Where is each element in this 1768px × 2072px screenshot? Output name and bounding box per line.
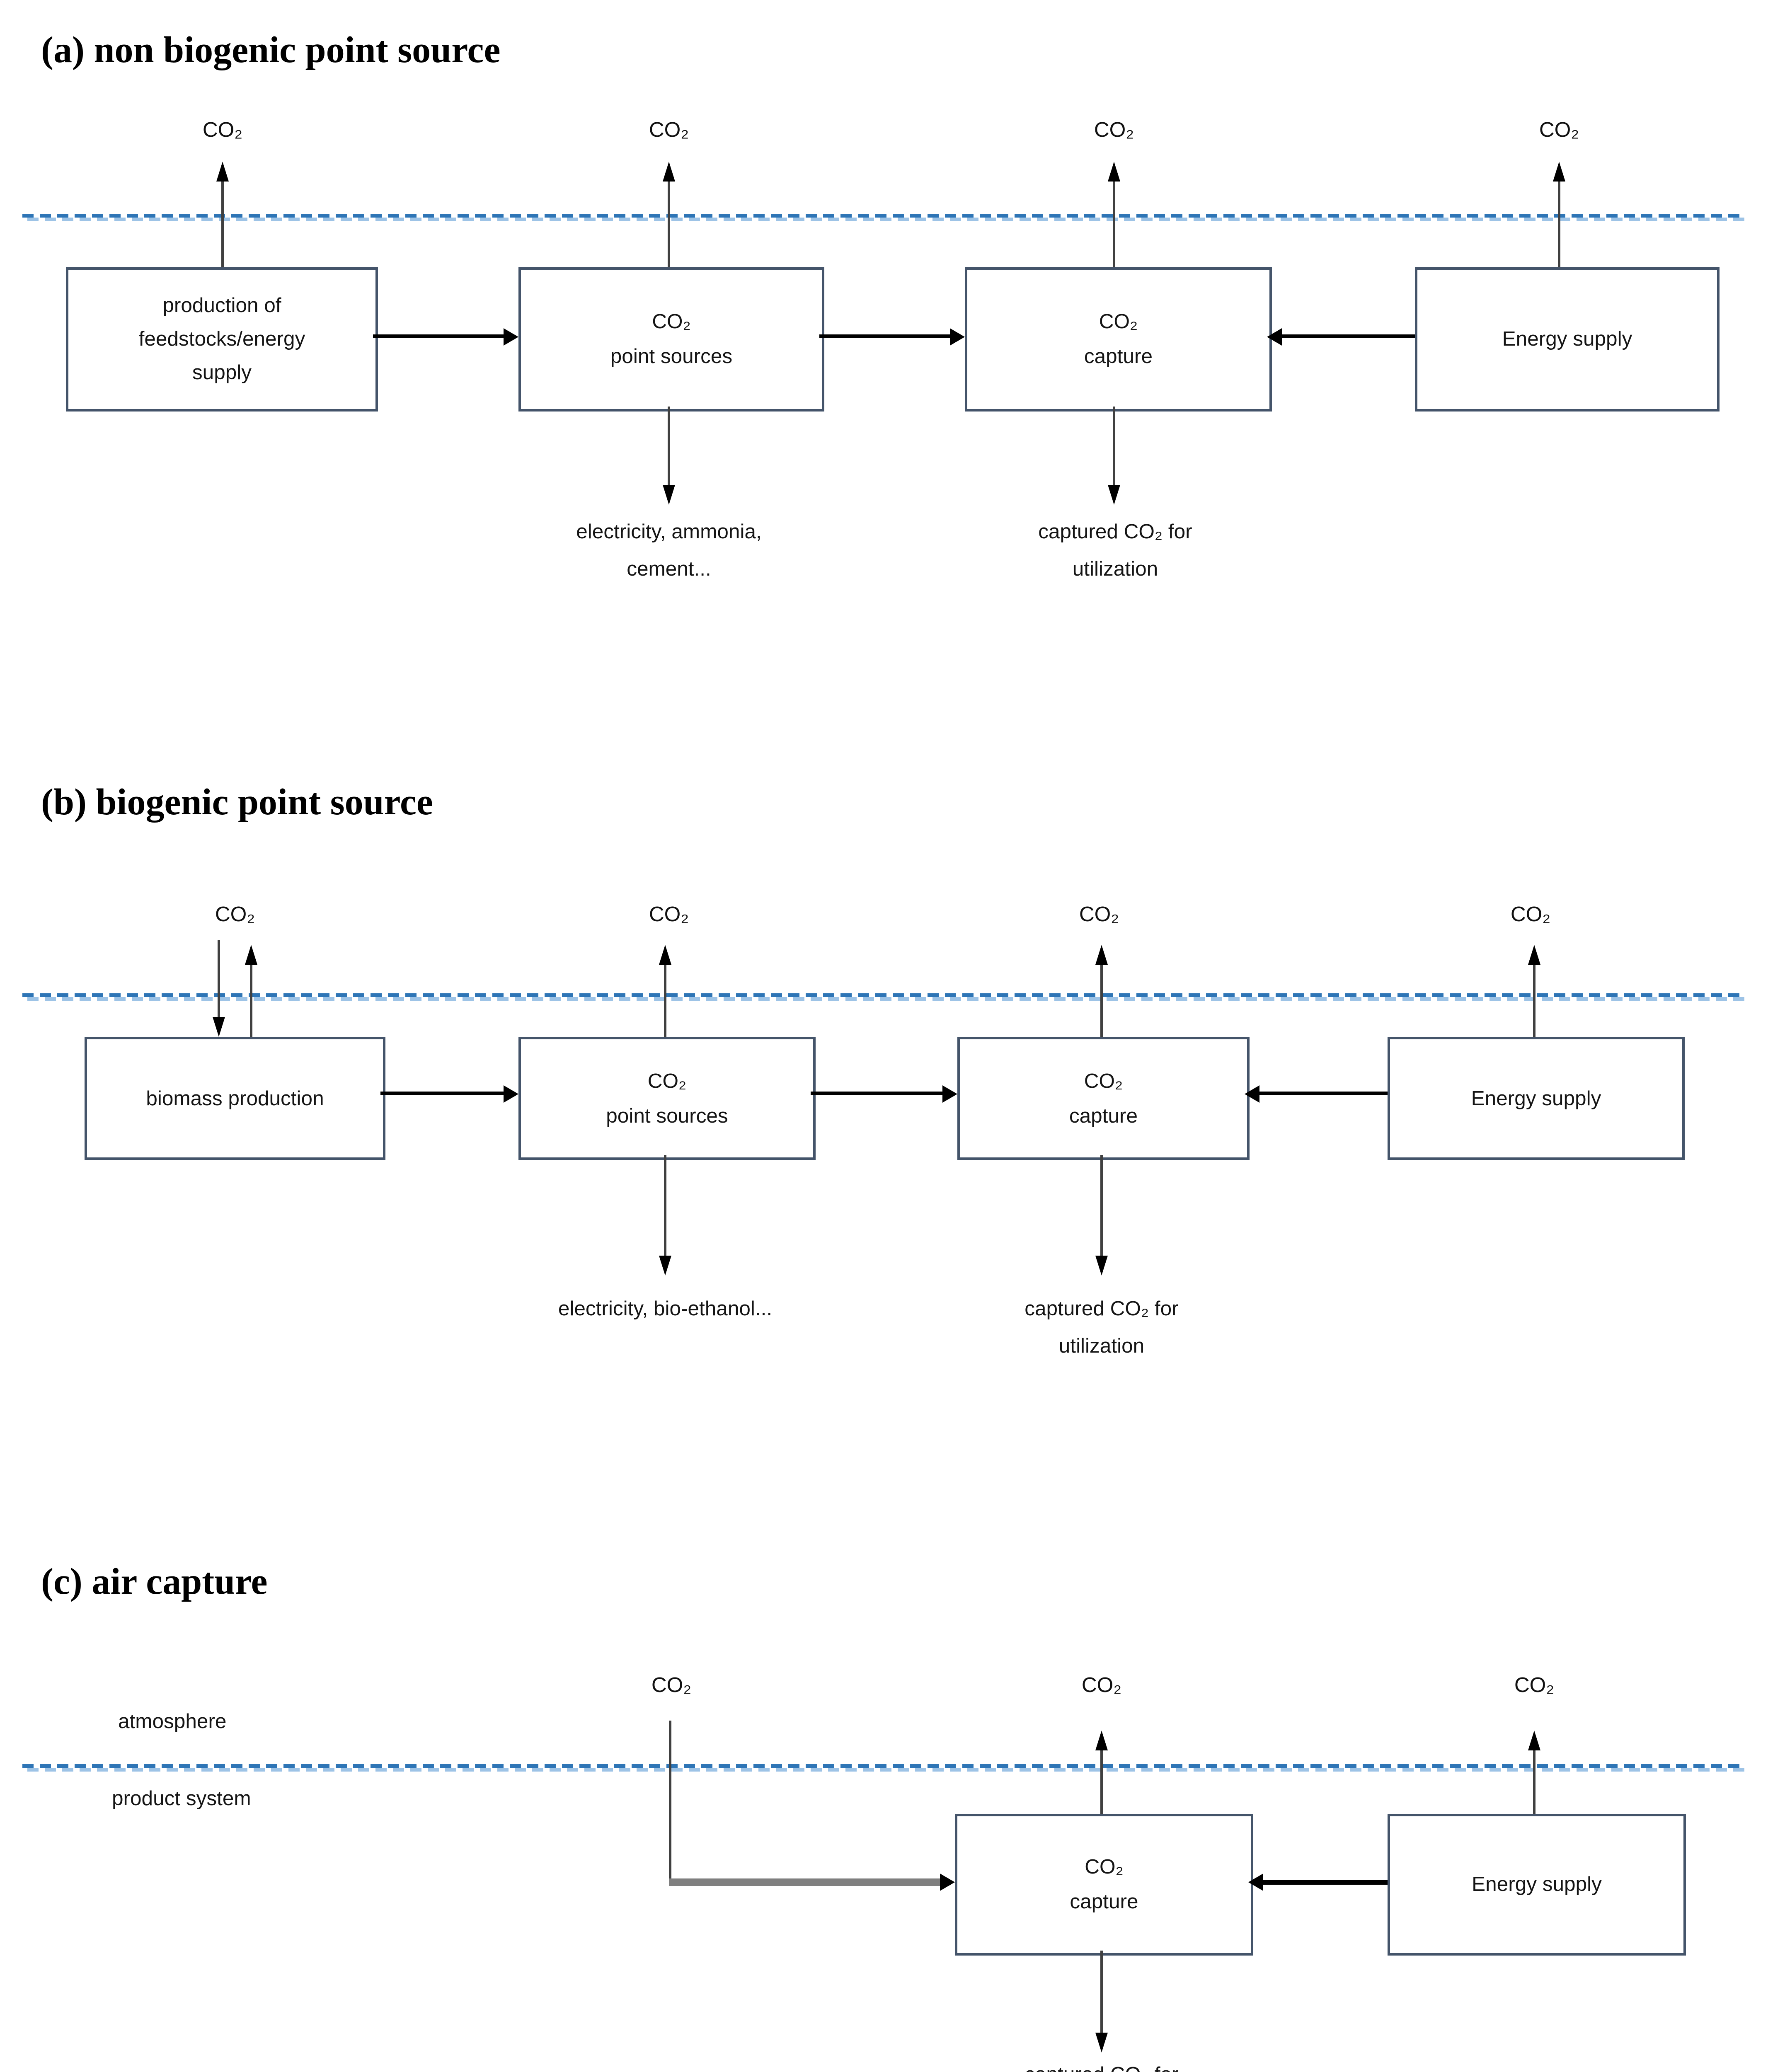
arrow-right-icon (504, 328, 518, 346)
co2-label: CO₂ (1510, 903, 1551, 926)
connector-line (1259, 1092, 1388, 1095)
arrow-up-icon (1553, 162, 1565, 182)
arrow-down-icon (1108, 485, 1120, 505)
system-boundary-line (22, 1764, 1751, 1772)
arrow-line (1533, 965, 1535, 1037)
co2-label: CO₂ (1094, 118, 1134, 142)
system-boundary-line (22, 993, 1751, 1001)
arrow-up-icon (659, 945, 671, 965)
arrow-line (221, 182, 224, 267)
air-co2-line (669, 1878, 940, 1886)
arrow-line (1100, 1951, 1103, 2033)
box-co2-capture: CO₂ capture (955, 1814, 1253, 1956)
arrow-line (668, 182, 670, 267)
arrow-right-icon (940, 1874, 955, 1891)
co2-label: CO₂ (1539, 118, 1579, 142)
box-energy-supply: Energy supply (1415, 267, 1720, 411)
box-energy-supply: Energy supply (1388, 1037, 1685, 1160)
co2-label: CO₂ (649, 118, 689, 142)
arrow-line (1100, 965, 1103, 1037)
arrow-up-icon (245, 945, 257, 965)
system-boundary-line (22, 214, 1751, 221)
arrow-right-icon (504, 1085, 518, 1103)
output-label-captured-co2: captured CO₂ for utilization (1038, 521, 1192, 581)
arrow-down-icon (659, 1256, 671, 1276)
co2-label: CO₂ (1079, 903, 1119, 926)
arrow-line (1100, 1750, 1103, 1814)
box-feedstock-production: production of feedstocks/energy supply (66, 267, 378, 411)
arrow-line (218, 940, 220, 1017)
arrow-left-icon (1267, 328, 1282, 346)
arrow-up-icon (1108, 162, 1120, 182)
connector-line (819, 334, 950, 338)
section-b-title: (b) biogenic point source (41, 782, 433, 823)
arrow-up-icon (1095, 945, 1108, 965)
co2-label: CO₂ (1514, 1673, 1555, 1697)
connector-line (380, 1092, 504, 1095)
output-label-captured-co2: captured CO₂ for utilization (915, 2057, 1288, 2072)
output-label-products: electricity, bio-ethanol... (558, 1298, 773, 1320)
co2-label: CO₂ (651, 1673, 692, 1697)
arrow-line (1113, 407, 1115, 485)
product-system-label: product system (112, 1788, 251, 1810)
arrow-left-icon (1248, 1874, 1263, 1891)
output-label-products: electricity, ammonia, cement... (576, 521, 762, 581)
arrow-line (1113, 182, 1115, 267)
arrow-right-icon (950, 328, 965, 346)
arrow-line (664, 1155, 666, 1256)
arrow-line (1100, 1155, 1103, 1256)
co2-label: CO₂ (215, 903, 255, 926)
connector-line (373, 334, 504, 338)
arrow-up-icon (1528, 1731, 1540, 1750)
arrow-left-icon (1245, 1085, 1259, 1103)
box-co2-capture: CO₂ capture (965, 267, 1272, 411)
co2-label: CO₂ (1081, 1673, 1122, 1697)
arrow-right-icon (942, 1085, 957, 1103)
arrow-line (1533, 1750, 1535, 1814)
arrow-line (1558, 182, 1560, 267)
co2-label: CO₂ (649, 903, 689, 926)
arrow-down-icon (1095, 1256, 1108, 1276)
arrow-up-icon (216, 162, 229, 182)
atmosphere-label: atmosphere (118, 1711, 227, 1733)
output-label-captured-co2: captured CO₂ for utilization (1024, 1298, 1179, 1358)
connector-line (1282, 334, 1415, 338)
arrow-up-icon (1528, 945, 1540, 965)
box-co2-point-sources: CO₂ point sources (518, 267, 824, 411)
section-a-title: (a) non biogenic point source (41, 30, 501, 71)
box-co2-point-sources: CO₂ point sources (518, 1037, 816, 1160)
box-biomass-production: biomass production (85, 1037, 385, 1160)
co2-label: CO₂ (202, 118, 243, 142)
arrow-line (250, 965, 252, 1037)
arrow-line (668, 407, 670, 485)
box-energy-supply: Energy supply (1388, 1814, 1686, 1956)
air-co2-line (669, 1721, 671, 1882)
arrow-up-icon (1095, 1731, 1108, 1750)
arrow-down-icon (1095, 2033, 1108, 2053)
connector-line (811, 1092, 942, 1095)
connector-line (1263, 1880, 1388, 1885)
arrow-up-icon (663, 162, 675, 182)
box-co2-capture: CO₂ capture (957, 1037, 1250, 1160)
arrow-down-icon (213, 1017, 225, 1037)
section-c-title: (c) air capture (41, 1561, 268, 1602)
arrow-line (664, 965, 666, 1037)
arrow-down-icon (663, 485, 675, 505)
